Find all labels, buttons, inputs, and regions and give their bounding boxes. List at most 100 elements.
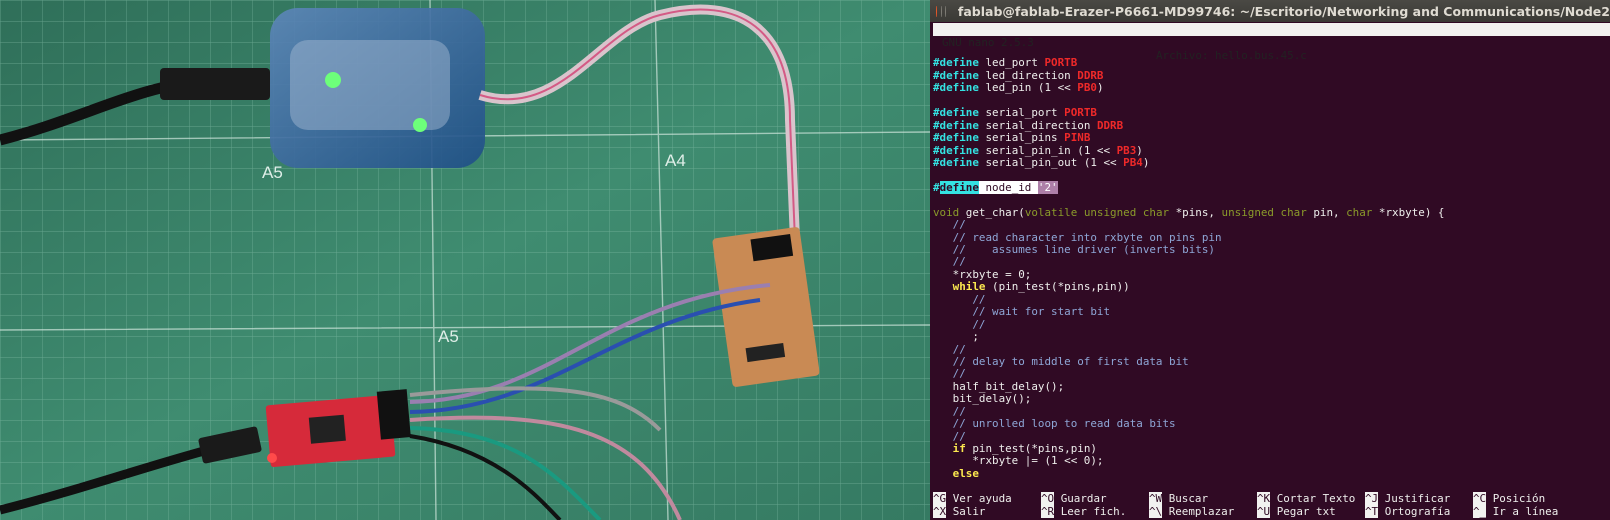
code-line[interactable]: #define serial_port PORTB	[933, 106, 1444, 120]
shortcut-label: Guardar	[1060, 492, 1107, 505]
code-line[interactable]: ;	[933, 330, 1444, 343]
code-line[interactable]: if pin_test(*pins,pin)	[933, 442, 1444, 455]
led-red	[267, 453, 277, 463]
code-line[interactable]: // unrolled loop to read data bits	[933, 417, 1444, 430]
code-token: pin_test(*pins,pin)	[965, 442, 1097, 455]
shortcut-label: Buscar	[1168, 492, 1209, 505]
code-line[interactable]: while (pin_test(*pins,pin))	[933, 281, 1444, 293]
code-line[interactable]: *rxbyte |= (1 << 0);	[933, 455, 1444, 467]
code-token	[933, 467, 953, 480]
code-line[interactable]: //	[933, 368, 1444, 380]
code-token: *pins,	[1169, 205, 1222, 219]
terminal-window[interactable]: fablab@fablab-Erazer-P6661-MD99746: ~/Es…	[930, 0, 1610, 520]
code-line[interactable]: //	[933, 342, 1444, 356]
code-line[interactable]: #define node_id '2'	[933, 180, 1444, 194]
minimize-window-button[interactable]	[940, 5, 942, 17]
code-line[interactable]: #define serial_pin_in (1 << PB3)	[933, 143, 1444, 157]
code-line[interactable]	[933, 169, 1444, 181]
code-token: led_port	[978, 56, 1045, 70]
code-token: node_id	[978, 180, 1038, 194]
code-line[interactable]: //	[933, 430, 1444, 443]
code-line[interactable]: // assumes line driver (inverts bits)	[933, 243, 1444, 256]
shortcut-item[interactable]: ^U Pegar txt	[1257, 504, 1336, 519]
code-token: // delay to middle of first data bit	[933, 354, 1189, 368]
shortcut-key: ^\	[1149, 504, 1163, 518]
shortcut-row: ^G Ver ayuda ^O Guardar ^W Buscar ^K Cortar…	[933, 492, 1610, 506]
shortcut-item[interactable]: ^R Leer fich.	[1041, 504, 1127, 519]
code-token: //	[933, 317, 986, 331]
shortcut-key: ^R	[1041, 504, 1055, 518]
code-token: get_char(	[959, 205, 1025, 219]
mat-label-a4: A4	[665, 151, 686, 170]
code-token: #define	[933, 56, 979, 70]
code-token: //	[933, 218, 966, 232]
code-line[interactable]: half_bit_delay();	[933, 379, 1444, 393]
code-token: *rxbyte = 0;	[933, 267, 1032, 281]
code-line[interactable]: *rxbyte = 0;	[933, 267, 1444, 281]
code-token: led_pin (1 <<	[978, 81, 1078, 95]
code-token: serial_port	[978, 106, 1065, 120]
shortcut-item[interactable]: ^C Posición	[1473, 492, 1545, 506]
code-token: DDRB	[1077, 68, 1104, 82]
window-title: fablab@fablab-Erazer-P6661-MD99746: ~/Es…	[957, 3, 1610, 19]
shortcut-item[interactable]: ^K Cortar Texto	[1257, 492, 1356, 506]
code-token: //	[933, 342, 966, 356]
code-line[interactable]: bit_delay();	[933, 393, 1444, 405]
shortcut-item[interactable]: ^J Justificar	[1365, 492, 1450, 506]
code-token: serial_pin_in (1 <<	[978, 143, 1117, 157]
code-token: #define	[933, 118, 979, 132]
shortcut-item[interactable]: ^\ Reemplazar	[1149, 504, 1235, 519]
code-line[interactable]: #define led_port PORTB	[933, 57, 1444, 69]
hardware-photo: A5 A4 A5	[0, 0, 930, 520]
code-line[interactable]: else	[933, 467, 1444, 480]
code-line[interactable]: //	[933, 218, 1444, 232]
code-line[interactable]: // read character into rxbyte on pins pi…	[933, 230, 1444, 244]
code-token: //	[933, 292, 986, 306]
code-line[interactable]: //	[933, 292, 1444, 306]
shortcut-item[interactable]: ^G Ver ayuda	[933, 492, 1012, 506]
code-line[interactable]: //	[933, 256, 1444, 268]
code-line[interactable]: void get_char(volatile unsigned char *pi…	[933, 205, 1444, 219]
shortcut-key: ^O	[1041, 492, 1055, 505]
shortcut-item[interactable]: ^_ Ir a línea	[1473, 504, 1559, 519]
maximize-window-button[interactable]	[945, 5, 946, 17]
code-token: half_bit_delay();	[933, 379, 1065, 393]
shortcut-label: Ir a línea	[1492, 504, 1559, 518]
shortcut-item[interactable]: ^T Ortografía	[1365, 504, 1450, 519]
shortcut-key: ^U	[1257, 504, 1271, 518]
code-line[interactable]: // delay to middle of first data bit	[933, 354, 1444, 368]
mat-label-a5: A5	[262, 163, 283, 182]
code-line[interactable]: // wait for start bit	[933, 305, 1444, 318]
code-token	[933, 442, 953, 455]
code-token: #define	[933, 143, 979, 157]
code-token: // read character into rxbyte on pins pi…	[933, 230, 1222, 244]
usb-plug-top	[160, 68, 270, 100]
code-token: PB3	[1116, 143, 1137, 157]
code-line[interactable]: #define serial_pins PINB	[933, 131, 1444, 144]
code-token: )	[1142, 155, 1150, 169]
shortcut-label: Reemplazar	[1168, 504, 1235, 518]
shortcut-item[interactable]: ^X Salir	[933, 504, 985, 519]
shortcut-item[interactable]: ^O Guardar	[1041, 492, 1107, 506]
code-token: pin,	[1306, 205, 1347, 219]
shortcut-key: ^G	[933, 492, 947, 505]
shortcut-item[interactable]: ^W Buscar	[1149, 492, 1209, 506]
shortcut-key: ^K	[1257, 492, 1271, 505]
code-line[interactable]: #define serial_pin_out (1 << PB4)	[933, 155, 1444, 169]
shortcut-label: Cortar Texto	[1276, 492, 1356, 505]
nano-shortcuts: ^G Ver ayuda ^O Guardar ^W Buscar ^K Cortar…	[933, 492, 1610, 519]
code-line[interactable]: //	[933, 405, 1444, 418]
close-window-button[interactable]	[936, 5, 937, 17]
code-token: PORTB	[1044, 56, 1078, 70]
code-token: PB0	[1077, 81, 1097, 95]
code-token: define	[939, 180, 979, 194]
code-line[interactable]: //	[933, 317, 1444, 331]
code-token	[933, 280, 953, 293]
code-line[interactable]: #define led_direction DDRB	[933, 68, 1444, 82]
code-token: DDRB	[1096, 118, 1124, 132]
shortcut-label: Leer fich.	[1060, 504, 1127, 518]
code-line[interactable]: #define serial_direction DDRB	[933, 118, 1444, 132]
code-editor[interactable]: #define led_port PORTB#define led_direct…	[933, 45, 1444, 480]
shortcut-key: ^X	[933, 504, 947, 518]
code-line[interactable]: #define led_pin (1 << PB0)	[933, 82, 1444, 94]
